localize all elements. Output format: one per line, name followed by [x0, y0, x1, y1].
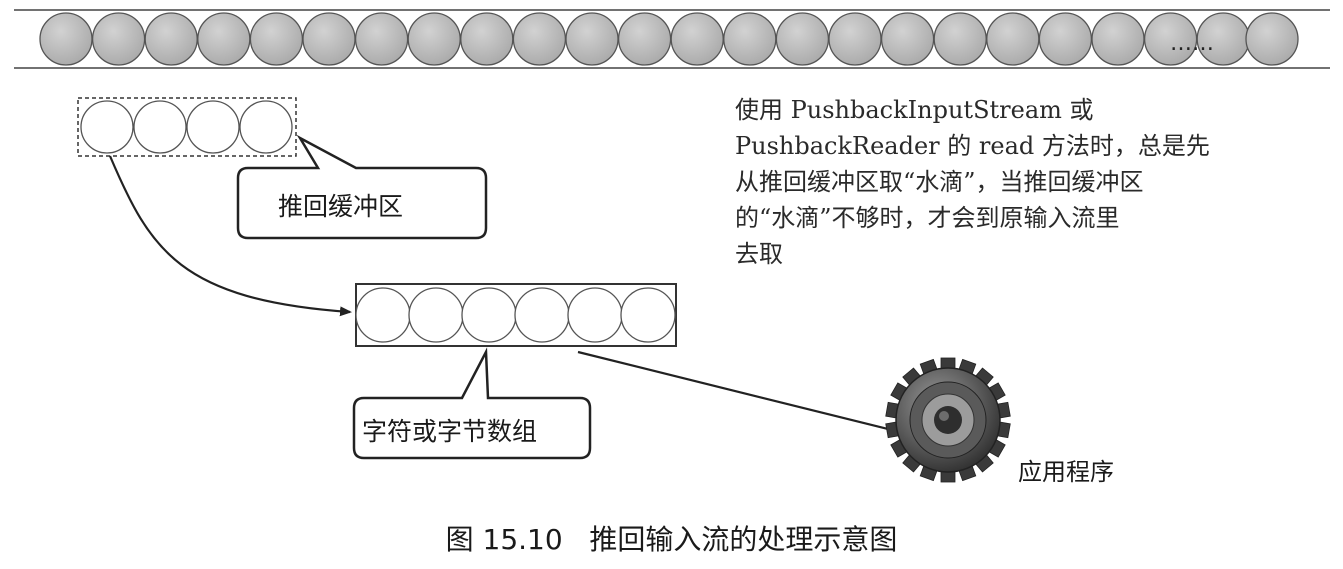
stream-drop [302, 12, 356, 66]
stream-drop [986, 12, 1040, 66]
stream-drop [775, 12, 830, 66]
char-byte-array [355, 283, 677, 347]
buffer-drops [80, 100, 293, 154]
buffer-slot [239, 100, 293, 154]
stream-drop [197, 12, 251, 66]
description-line: 去取 [735, 240, 783, 268]
array-slot [514, 287, 570, 343]
buffer-slot [80, 100, 134, 154]
array-slot [355, 287, 411, 343]
array-slot [461, 287, 517, 343]
description-line: PushbackReader 的 read 方法时，总是先 [735, 132, 1210, 160]
stream-drop [144, 12, 198, 66]
stream-drop [933, 12, 987, 66]
stream-drop [723, 12, 777, 66]
application-label: 应用程序 [1018, 458, 1114, 486]
pushback-description: 使用 PushbackInputStream 或 PushbackReader … [735, 92, 1295, 272]
stream-drop [39, 12, 93, 66]
stream-drop [1091, 12, 1145, 66]
description-line: 从推回缓冲区取“水滴”，当推回缓冲区 [735, 168, 1144, 196]
description-line: 的“水滴”不够时，才会到原输入流里 [735, 204, 1120, 232]
buffer-slot [186, 100, 240, 154]
stream-drop [1245, 12, 1299, 66]
buffer-slot [133, 100, 187, 154]
stream-drop [670, 12, 724, 66]
array-callout-bubble [352, 347, 592, 460]
gear-icon [885, 357, 1011, 483]
pushback-buffer [77, 97, 297, 157]
char-byte-array-label: 字符或字节数组 [362, 417, 538, 446]
stream-drop [407, 12, 461, 66]
stream-drop [354, 12, 409, 66]
stream-drop [565, 12, 619, 66]
array-drops [355, 287, 676, 343]
stream-drop [1038, 12, 1093, 66]
array-slot [620, 287, 676, 343]
stream-drop [249, 12, 304, 66]
buffer-to-array-arrow [108, 155, 352, 317]
stream-drop [91, 12, 146, 66]
stream-drop [828, 12, 882, 66]
stream-drop [512, 12, 567, 66]
array-slot [567, 287, 623, 343]
array-slot [408, 287, 464, 343]
array-to-application-arrow [577, 350, 902, 435]
description-line: 使用 PushbackInputStream 或 [735, 96, 1094, 124]
pushback-buffer-label: 推回缓冲区 [278, 192, 404, 221]
pushback-buffer-frame [77, 97, 297, 157]
pushback-callout-bubble [236, 134, 488, 240]
stream-drops [39, 12, 1299, 66]
stream-drop [880, 12, 935, 66]
stream-ellipsis: …… [1170, 31, 1214, 56]
stream-drop [460, 12, 514, 66]
figure-caption: 图 15.10 推回输入流的处理示意图 [445, 523, 898, 556]
stream-drop [617, 12, 672, 66]
input-stream-pipe: …… [14, 9, 1330, 69]
